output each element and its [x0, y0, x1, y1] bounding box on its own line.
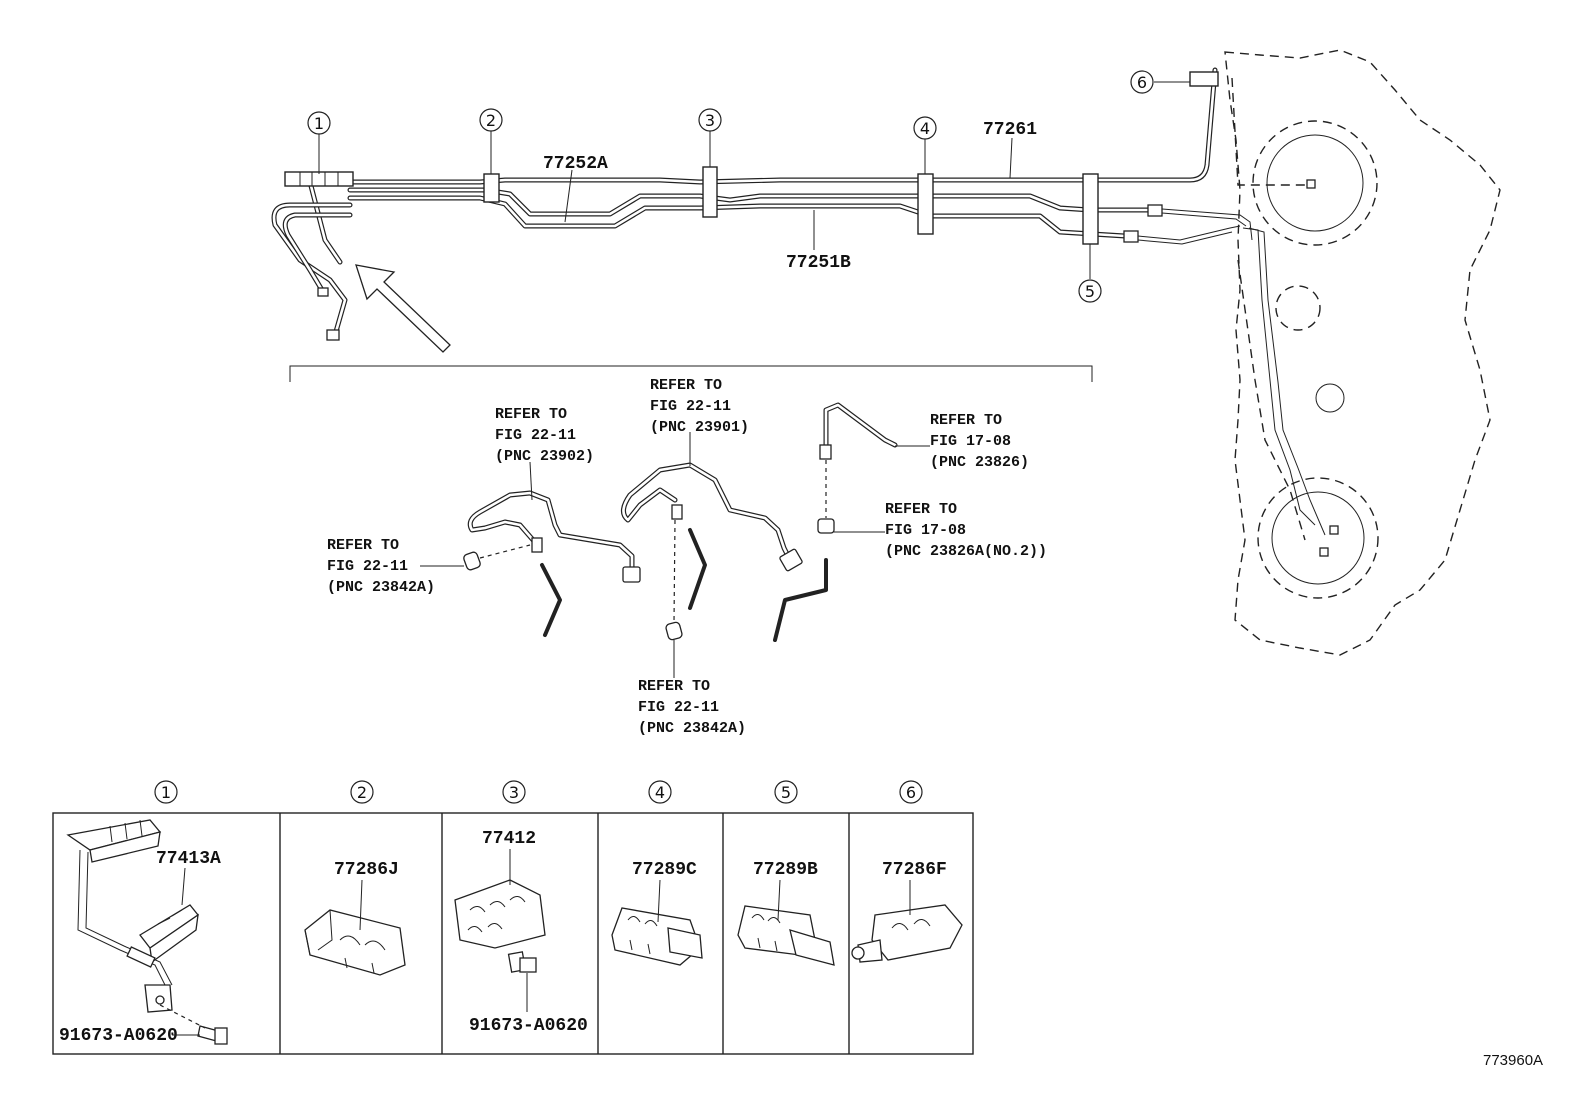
part-label-77412: 77412	[482, 829, 536, 849]
table-header-6: 6	[899, 780, 923, 804]
clamp-4-main	[917, 173, 934, 235]
svg-text:2: 2	[357, 783, 367, 802]
ref-23902: REFER TO FIG 22-11 (PNC 23902)	[495, 406, 594, 465]
svg-text:REFER TO: REFER TO	[930, 412, 1002, 429]
svg-text:(PNC 23902): (PNC 23902)	[495, 448, 594, 465]
ref-23842A-left: REFER TO FIG 22-11 (PNC 23842A)	[327, 537, 435, 596]
detail-hoses	[420, 402, 930, 678]
svg-text:3: 3	[705, 111, 715, 130]
callout-1-top: 1	[307, 111, 331, 135]
part-label-77289B: 77289B	[753, 860, 818, 880]
svg-text:REFER TO: REFER TO	[495, 406, 567, 423]
bolt-label-3: 91673-A0620	[469, 1016, 588, 1036]
svg-text:6: 6	[906, 783, 916, 802]
bolt-label-1: 91673-A0620	[59, 1026, 178, 1046]
callout-3-top: 3	[698, 108, 722, 132]
part-label-77289C: 77289C	[632, 860, 697, 880]
svg-text:(PNC 23901): (PNC 23901)	[650, 419, 749, 436]
clamp-5-main	[1082, 173, 1099, 245]
table-header-5: 5	[774, 780, 798, 804]
svg-text:REFER TO: REFER TO	[638, 678, 710, 695]
part-label-77252A: 77252A	[543, 154, 608, 174]
view-direction-arrow	[355, 264, 451, 353]
svg-text:FIG 17-08: FIG 17-08	[885, 522, 966, 539]
callout-6-top: 6	[1130, 70, 1154, 94]
ref-23842A-bottom: REFER TO FIG 22-11 (PNC 23842A)	[638, 678, 746, 737]
top-callouts: 1 2 3 4 5 6	[307, 70, 1154, 303]
clamp-1-main	[284, 171, 354, 187]
svg-text:5: 5	[1085, 282, 1095, 301]
clamp-3-main	[702, 166, 718, 218]
svg-text:FIG 17-08: FIG 17-08	[930, 433, 1011, 450]
part-77412-drawing	[454, 879, 546, 973]
part-label-77413A: 77413A	[156, 849, 221, 869]
table-header-3: 3	[502, 780, 526, 804]
part-77289B-drawing	[737, 905, 835, 966]
clamp-parts-table: 1 2 3 4 5 6 77413A 91673-A0620	[52, 780, 974, 1055]
svg-text:1: 1	[314, 114, 324, 133]
part-label-77286J: 77286J	[334, 860, 399, 880]
part-77286F-drawing	[851, 904, 963, 963]
table-header-2: 2	[350, 780, 374, 804]
svg-text:2: 2	[486, 111, 496, 130]
svg-text:REFER TO: REFER TO	[650, 377, 722, 394]
callout-4-top: 4	[913, 116, 937, 140]
ref-23826A: REFER TO FIG 17-08 (PNC 23826A(NO.2))	[885, 501, 1047, 560]
tank-sender-ring-lower	[1271, 491, 1365, 585]
clamp-6-main	[1189, 71, 1219, 87]
svg-text:REFER TO: REFER TO	[885, 501, 957, 518]
svg-text:(PNC 23842A): (PNC 23842A)	[327, 579, 435, 596]
svg-text:1: 1	[161, 783, 171, 802]
svg-text:4: 4	[655, 783, 665, 802]
ref-23901: REFER TO FIG 22-11 (PNC 23901)	[650, 377, 749, 436]
svg-text:(PNC 23842A): (PNC 23842A)	[638, 720, 746, 737]
part-label-77286F: 77286F	[882, 860, 947, 880]
table-header-1: 1	[154, 780, 178, 804]
svg-text:(PNC 23826): (PNC 23826)	[930, 454, 1029, 471]
detail-view-bracket	[289, 365, 1093, 382]
part-label-77261: 77261	[983, 120, 1037, 140]
top-callout-leaders	[318, 81, 1190, 279]
svg-text:4: 4	[920, 119, 930, 138]
svg-text:FIG 22-11: FIG 22-11	[638, 699, 719, 716]
svg-text:REFER TO: REFER TO	[327, 537, 399, 554]
svg-text:5: 5	[781, 783, 791, 802]
tank-sender-ring-upper	[1266, 134, 1364, 232]
part-77413A-drawing	[66, 819, 228, 1045]
table-header-4: 4	[648, 780, 672, 804]
svg-text:FIG 22-11: FIG 22-11	[650, 398, 731, 415]
svg-text:3: 3	[509, 783, 519, 802]
ref-23826: REFER TO FIG 17-08 (PNC 23826)	[930, 412, 1029, 471]
callout-5-top: 5	[1078, 279, 1102, 303]
callout-2-top: 2	[479, 108, 503, 132]
main-fuel-tubes	[271, 67, 1253, 353]
svg-text:FIG 22-11: FIG 22-11	[327, 558, 408, 575]
figure-code: 773960A	[1483, 1052, 1543, 1069]
svg-text:(PNC 23826A(NO.2)): (PNC 23826A(NO.2))	[885, 543, 1047, 560]
svg-text:FIG 22-11: FIG 22-11	[495, 427, 576, 444]
part-77289C-drawing	[611, 907, 703, 966]
part-77286J-drawing	[304, 909, 406, 976]
svg-text:6: 6	[1137, 73, 1147, 92]
fuel-tank-outline	[1224, 49, 1501, 656]
clamp-2-main	[483, 173, 500, 203]
part-label-77251B: 77251B	[786, 253, 851, 273]
